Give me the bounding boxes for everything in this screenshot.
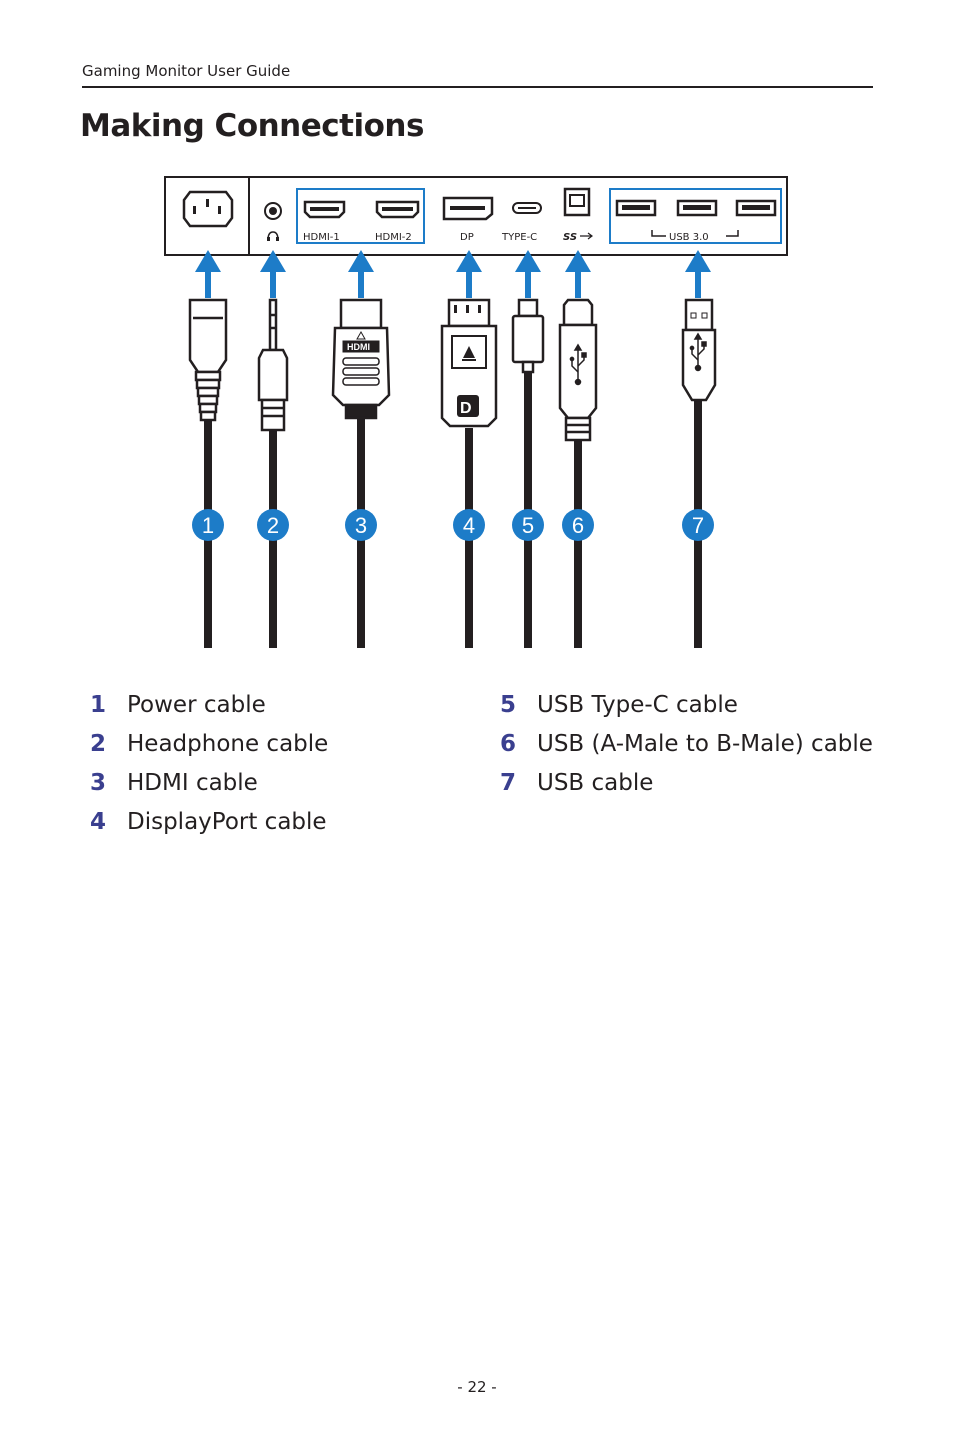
svg-text:3: 3 (355, 513, 367, 538)
power-plug-icon (188, 298, 228, 422)
page-number: - 22 - (457, 1378, 497, 1396)
connection-diagram: HDMI-1 HDMI-2 DP TYPE-C SS (164, 176, 788, 648)
arrow-1 (195, 250, 221, 298)
legend-label: USB (A-Male to B-Male) cable (537, 731, 873, 757)
legend-label: Headphone cable (127, 731, 329, 757)
legend-item: 4 DisplayPort cable (90, 803, 328, 842)
legend-item: 6 USB (A-Male to B-Male) cable (500, 725, 873, 764)
arrow-3 (348, 250, 374, 298)
legend-label: USB cable (537, 770, 654, 796)
usb-label: USB 3.0 (669, 232, 709, 243)
dp-label: DP (460, 232, 474, 243)
hdmi1-port-icon (303, 200, 346, 219)
legend-right-column: 5 USB Type-C cable 6 USB (A-Male to B-Ma… (500, 686, 873, 803)
svg-text:1: 1 (202, 513, 214, 538)
arrow-7 (685, 250, 711, 298)
hdmi2-port-icon (375, 200, 420, 219)
headphone-plug-icon (257, 298, 289, 432)
usb-b-port-icon (563, 187, 591, 217)
legend-number: 3 (90, 770, 107, 796)
connection-arrows (195, 250, 711, 298)
hdmi-highlight-box (296, 188, 425, 244)
typec-label: TYPE-C (501, 232, 537, 243)
badge-7: 7 (682, 509, 714, 541)
arrow-5 (515, 250, 541, 298)
svg-text:5: 5 (522, 513, 534, 538)
legend-number: 7 (500, 770, 517, 796)
svg-text:4: 4 (463, 513, 475, 538)
hdmi-logo-text: HDMI (347, 342, 370, 352)
legend-label: DisplayPort cable (127, 809, 327, 835)
legend-item: 7 USB cable (500, 764, 873, 803)
displayport-plug-icon: D (440, 298, 498, 428)
svg-text:SS: SS (563, 232, 577, 243)
usb-trident-icon (569, 343, 587, 386)
monitor-rear-panel: HDMI-1 HDMI-2 DP TYPE-C SS (164, 176, 788, 256)
running-header: Gaming Monitor User Guide (82, 62, 291, 80)
legend-number: 1 (90, 692, 107, 718)
legend-number: 5 (500, 692, 517, 718)
page-title: Making Connections (80, 108, 424, 144)
superspeed-usb-icon: SS (563, 232, 593, 243)
legend-number: 6 (500, 731, 517, 757)
number-badges: 1 2 3 4 5 6 7 (192, 509, 714, 541)
displayport-port-icon (442, 196, 494, 221)
usb-highlight-box (609, 188, 782, 244)
legend-label: Power cable (127, 692, 266, 718)
legend-number: 4 (90, 809, 107, 835)
badge-2: 2 (257, 509, 289, 541)
arrow-4 (456, 250, 482, 298)
svg-text:2: 2 (267, 513, 279, 538)
badge-4: 4 (453, 509, 485, 541)
badge-6: 6 (562, 509, 594, 541)
badge-5: 5 (512, 509, 544, 541)
arrow-2 (260, 250, 286, 298)
legend-number: 2 (90, 731, 107, 757)
legend-item: 1 Power cable (90, 686, 328, 725)
headphone-port-icon (264, 202, 282, 241)
svg-text:7: 7 (692, 513, 704, 538)
hdmi1-label: HDMI-1 (303, 232, 340, 243)
arrow-6 (565, 250, 591, 298)
legend-item: 5 USB Type-C cable (500, 686, 873, 725)
usb-a-plug-icon (681, 298, 717, 402)
typec-port-icon (512, 202, 542, 214)
dp-logo-icon: D (460, 400, 472, 417)
usb-a-port-icons (615, 199, 777, 217)
legend-item: 3 HDMI cable (90, 764, 328, 803)
power-port-icon (182, 190, 234, 228)
badge-1: 1 (192, 509, 224, 541)
typec-plug-icon (511, 298, 545, 374)
svg-text:6: 6 (572, 513, 584, 538)
badge-3: 3 (345, 509, 377, 541)
legend-left-column: 1 Power cable 2 Headphone cable 3 HDMI c… (90, 686, 328, 842)
usb-b-plug-icon (558, 298, 598, 442)
legend-label: USB Type-C cable (537, 692, 738, 718)
legend-label: HDMI cable (127, 770, 258, 796)
hdmi-plug-icon: HDMI (331, 298, 391, 420)
hdmi2-label: HDMI-2 (375, 232, 412, 243)
usb-trident-icon (689, 332, 707, 372)
header-rule (82, 86, 873, 88)
legend-item: 2 Headphone cable (90, 725, 328, 764)
